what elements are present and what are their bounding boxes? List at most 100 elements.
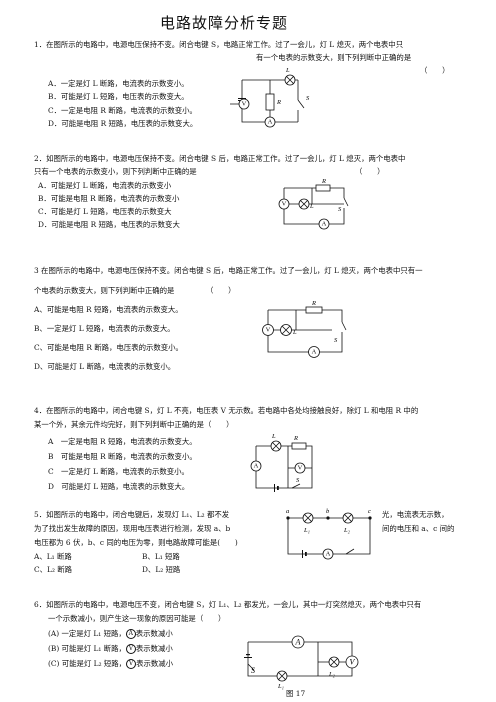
q3-circuit-diagram: V A R L S	[262, 300, 347, 358]
node-b-dot	[326, 516, 330, 520]
lamp2-label: L₂	[343, 527, 351, 534]
q5-stem-line1a: 5．如图所示的电路中，闭合电键后，发现灯 L₁、L₂ 都不发	[34, 510, 230, 519]
battery-icon	[302, 550, 303, 558]
lamp2-label: L₂	[328, 671, 336, 678]
ammeter-icon	[322, 548, 334, 560]
page-title: 电路故障分析专题	[160, 14, 289, 32]
q3-stem-line2: 个电表的示数变大，则下列判断中正确的是	[34, 286, 175, 295]
node-c-dot	[368, 516, 372, 520]
q2-option-a: A．可能是灯 L 断路，电流表的示数变小	[38, 181, 172, 190]
voltmeter-inline-icon: V	[126, 659, 137, 669]
ammeter-inline-icon: A	[125, 629, 136, 639]
q6-circuit-diagram: A S V L₁ L₂	[244, 635, 359, 690]
q2-option-d: D．可能是电阻 R 短路，电压表的示数变大	[38, 220, 180, 229]
battery-icon	[274, 484, 275, 492]
voltmeter-icon	[262, 324, 274, 336]
ammeter-icon	[264, 116, 276, 128]
resistor-label: R	[293, 435, 298, 442]
q4-stem-line1: 4．在图所示的电路中，闭合电键 S，灯 L 不亮，电压表 V 无示数。若电路中各…	[34, 406, 419, 415]
q4-stem-line2: 某一个外，其余元件均完好，则下列判断中正确的是（ ）	[34, 420, 234, 429]
q5-stem-line1b: 光，电流表无示数，	[382, 510, 449, 519]
switch-icon	[291, 483, 301, 489]
switch-icon	[297, 99, 305, 109]
switch-label: S	[306, 95, 310, 102]
resistor-label: R	[276, 99, 281, 106]
resistor-icon	[265, 93, 275, 111]
switch-label: S	[338, 206, 342, 213]
voltmeter-label: V	[266, 327, 271, 334]
q1-option-b: B．可能是灯 L 短路，电压表的示数变大。	[48, 92, 189, 101]
q5-stem-line2a: 为了找出发生故障的原因，现用电压表进行检测，发现 a、b	[34, 524, 231, 533]
lamp-label: L	[271, 433, 276, 440]
resistor-label: R	[321, 178, 326, 185]
node-a-label: a	[286, 508, 289, 515]
resistor-icon	[315, 184, 331, 192]
lamp1-label: L₁	[277, 683, 284, 690]
q1-option-c: C．一定是电阻 R 断路，电流表的示数变小。	[48, 106, 197, 115]
voltmeter-label: V	[242, 101, 247, 108]
voltmeter-icon	[345, 655, 359, 669]
voltmeter-inline-icon: V	[125, 644, 136, 654]
q4-option-c: C 一定是灯 L 断路，电流表的示数变小。	[48, 467, 189, 476]
q2-circuit-diagram: V A R L S	[278, 178, 349, 230]
q1-stem-line2: 有一个电表的示数变大，则下列判断中正确的是	[256, 53, 412, 62]
q6-stem-line1: 6．如图所示的电路中，电源电压不变，闭合电键 S，灯 L₁、L₂ 都发光，一会儿…	[34, 600, 422, 609]
voltmeter-icon	[278, 198, 290, 210]
q2-option-c: C．可能是灯 L 短路，电压表的示数变大	[38, 207, 172, 216]
q1-stem-line1: 1．在图所示的电路中，电源电压保持不变。闭合电键 S，电路正常工作。过了一会儿，…	[34, 40, 404, 49]
q2-option-b: B．可能是电阻 R 断路，电流表的示数变小	[38, 194, 180, 203]
resistor-icon	[305, 306, 323, 314]
switch-label: S	[296, 477, 300, 484]
ammeter-label: A	[254, 463, 259, 470]
q3-answer-paren: （ ）	[206, 286, 236, 295]
switch-label: S	[251, 666, 255, 675]
lamp1-label: L₁	[303, 527, 310, 534]
battery-icon	[246, 654, 250, 656]
ammeter-icon	[291, 635, 305, 649]
ammeter-label: A	[322, 221, 327, 228]
q5-stem-line2b: 间的电压和 a、c 间的	[382, 524, 455, 533]
voltmeter-icon	[294, 462, 306, 474]
q5-option-d: D、L₂ 短路	[142, 565, 181, 574]
switch-icon	[343, 197, 349, 207]
resistor-icon	[291, 442, 307, 450]
q3-option-d: D、可能是灯 L 断路，电流表的示数变小。	[34, 362, 176, 371]
ammeter-label: A	[312, 349, 317, 356]
q1-option-d: D．可能是电阻 R 短路，电压表的示数变大。	[48, 119, 198, 128]
switch-icon	[345, 548, 355, 555]
ammeter-icon	[308, 346, 320, 358]
voltmeter-label: V	[350, 658, 356, 667]
q4-circuit-diagram: A V L R S	[250, 433, 313, 492]
q1-circuit-diagram: V A L R S	[230, 67, 310, 128]
q5-option-c: C、L₂ 断路	[34, 565, 73, 574]
lamp-label: L	[285, 67, 290, 74]
q4-option-b: B 可能是电阻 R 断路，电流表的示数变小。	[48, 452, 197, 461]
ammeter-icon	[318, 218, 330, 230]
q2-stem-line1: 2．如图所示的电路中，电源电压保持不变。闭合电键 S 后，电路正常工作。过了一会…	[34, 154, 406, 163]
q5-stem-line3: 电压都为 6 伏，b、c 同的电压为零，则电路故障可能是( )	[34, 538, 238, 547]
lamp-label: L	[309, 203, 314, 210]
node-c-label: c	[368, 508, 371, 515]
q1-answer-paren: （ ）	[420, 66, 450, 75]
voltmeter-label: V	[282, 201, 287, 208]
switch-icon	[247, 663, 255, 671]
q2-stem-line2: 只有一个电表的示数变小，则下列判断中正确的是	[34, 167, 197, 176]
q3-stem-line1: 3 在图所示的电路中，电源电压保持不变。闭合电键 S 后，电路正常工作。过了一会…	[34, 266, 423, 275]
q3-option-b: B、一定是灯 L 短路，电流表的示数变大。	[34, 324, 175, 333]
voltmeter-label: V	[298, 465, 303, 472]
q5-option-b: B、L₁ 短路	[142, 552, 180, 561]
ammeter-label: A	[295, 638, 301, 647]
ammeter-icon	[250, 460, 262, 472]
lamp-label: L	[292, 329, 297, 336]
q3-option-a: A、可能是电阻 R 短路，电流表的示数变大。	[34, 305, 183, 314]
q5-circuit-diagram: a b c L₁ L₂ A	[286, 508, 372, 560]
q3-option-c: C、可能是电阻 R 断路，电压表的示数变小。	[34, 343, 183, 352]
resistor-label: R	[311, 300, 316, 307]
figure-caption: 图 17	[286, 689, 306, 698]
switch-icon	[341, 321, 347, 331]
q2-answer-paren: （ ）	[355, 167, 385, 176]
ammeter-label: A	[268, 119, 273, 126]
